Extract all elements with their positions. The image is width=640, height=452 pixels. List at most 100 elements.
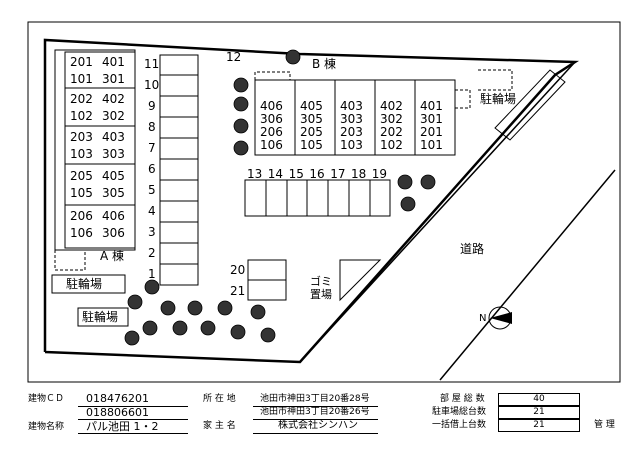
parking-value: 21 xyxy=(498,406,580,419)
a-unit-number: 203 xyxy=(70,130,93,144)
location-2: 池田市神田3丁目20番26号 xyxy=(260,407,370,417)
parking-extra xyxy=(247,259,287,301)
parking-number: 20 xyxy=(230,263,246,277)
location-1: 池田市神田3丁目20番28号 xyxy=(260,394,370,404)
parking-number: 9 xyxy=(148,99,156,113)
property-info-footer: 建物ＣＤ 018476201 018806601 建物名称 パル池田 1・2 所… xyxy=(28,390,618,446)
a-unit-number: 403 xyxy=(102,130,125,144)
parking-number: 7 xyxy=(148,141,156,155)
parking-number: 3 xyxy=(148,225,156,239)
b-unit-number: 205 xyxy=(300,125,323,139)
parking-number: 6 xyxy=(148,162,156,176)
a-unit-number: 101 xyxy=(70,72,93,86)
a-unit-number: 106 xyxy=(70,226,93,240)
bicycle-area xyxy=(51,274,126,294)
parking-number: 16 xyxy=(309,167,325,181)
owner-label: 家 主 名 xyxy=(203,421,236,431)
b-unit-number: 201 xyxy=(420,125,443,139)
b-unit-number: 102 xyxy=(380,138,403,152)
management-label: 管 理 xyxy=(594,420,615,430)
road-label: 道路 xyxy=(460,242,485,256)
north-arrow-icon xyxy=(488,306,512,330)
parking-number: 12 xyxy=(226,50,242,64)
b-unit-number: 301 xyxy=(420,112,443,126)
building-cd-label: 建物ＣＤ xyxy=(28,394,65,404)
bicycle-area-dashed xyxy=(478,69,513,91)
b-unit-number: 402 xyxy=(380,99,403,113)
b-unit-number: 101 xyxy=(420,138,443,152)
bicycle-label: 駐輪場 xyxy=(480,92,517,106)
garbage-label: ゴミ置場 xyxy=(310,275,332,301)
a-unit-number: 305 xyxy=(102,186,125,200)
building-cd-1: 018476201 xyxy=(86,392,149,405)
b-unit-number: 401 xyxy=(420,99,443,113)
parking-label: 駐車場総台数 xyxy=(432,407,487,417)
parking-number: 21 xyxy=(230,284,246,298)
b-unit-number: 206 xyxy=(260,125,283,139)
building-b-side xyxy=(455,89,471,109)
a-unit-number: 405 xyxy=(102,169,125,183)
lump-label: 一括借上台数 xyxy=(432,420,487,430)
rooms-value: 40 xyxy=(498,393,580,406)
a-unit-number: 303 xyxy=(102,147,125,161)
parking-number: 1 xyxy=(148,267,156,281)
b-unit-number: 105 xyxy=(300,138,323,152)
parking-column xyxy=(159,54,199,286)
tree-icons xyxy=(124,49,436,346)
parking-number: 4 xyxy=(148,204,156,218)
b-unit-number: 406 xyxy=(260,99,283,113)
a-unit-number: 105 xyxy=(70,186,93,200)
parking-number: 13 xyxy=(247,167,263,181)
parking-number: 14 xyxy=(267,167,284,181)
parking-number: 2 xyxy=(148,246,156,260)
a-unit-number: 301 xyxy=(102,72,125,86)
b-unit-number: 305 xyxy=(300,112,323,126)
b-unit-number: 103 xyxy=(340,138,363,152)
a-unit-number: 402 xyxy=(102,92,125,106)
a-unit-number: 302 xyxy=(102,109,125,123)
building-a-rooms xyxy=(65,87,135,206)
b-unit-number: 306 xyxy=(260,112,283,126)
b-unit-number: 405 xyxy=(300,99,323,113)
location-label: 所 在 地 xyxy=(203,394,236,404)
road-edge-line xyxy=(299,61,576,363)
building-cd-2: 018806601 xyxy=(86,406,149,419)
a-unit-number: 201 xyxy=(70,55,93,69)
bicycle-label: 駐輪場 xyxy=(82,310,119,324)
b-unit-number: 106 xyxy=(260,138,283,152)
owner: 株式会社シンハン xyxy=(278,420,358,431)
parking-row xyxy=(244,179,391,217)
road-edge-line xyxy=(439,169,616,381)
bicycle-label: 駐輪場 xyxy=(66,277,103,291)
parking-number: 8 xyxy=(148,120,156,134)
north-label: N xyxy=(479,313,487,324)
parking-number: 17 xyxy=(330,167,346,181)
bicycle-area xyxy=(77,307,129,327)
building-b-label: B 棟 xyxy=(312,57,337,71)
a-unit-number: 103 xyxy=(70,147,93,161)
parking-number: 19 xyxy=(371,167,388,181)
a-unit-number: 202 xyxy=(70,92,93,106)
building-b-rooms xyxy=(294,80,416,155)
building-a-entrance xyxy=(54,250,86,271)
building-b-outline xyxy=(254,79,456,156)
parking-number: 10 xyxy=(144,78,160,92)
lump-value: 21 xyxy=(498,419,580,432)
building-a-inner xyxy=(64,51,136,249)
b-unit-number: 203 xyxy=(340,125,363,139)
building-name-label: 建物名称 xyxy=(28,422,65,432)
building-name: パル池田 1・2 xyxy=(86,420,159,433)
building-b-entrance xyxy=(254,71,291,80)
a-unit-number: 406 xyxy=(102,209,125,223)
parking-number: 15 xyxy=(288,167,304,181)
parking-number: 5 xyxy=(148,183,156,197)
building-a-label: A 棟 xyxy=(100,249,125,263)
garbage-area xyxy=(339,259,382,302)
b-unit-number: 403 xyxy=(340,99,363,113)
b-unit-number: 302 xyxy=(380,112,403,126)
a-unit-number: 206 xyxy=(70,209,93,223)
rooms-label: 部 屋 総 数 xyxy=(440,394,485,404)
a-unit-number: 102 xyxy=(70,109,93,123)
parking-number: 11 xyxy=(144,57,160,71)
